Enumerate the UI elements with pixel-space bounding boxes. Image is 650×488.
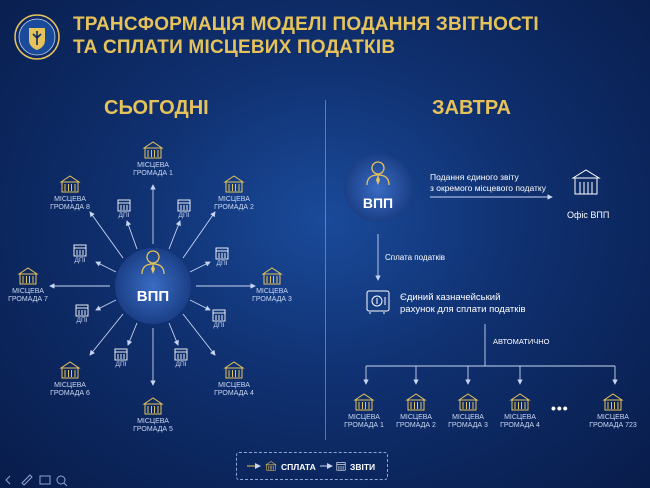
- tax-office-icon: [212, 309, 226, 322]
- radial-arrows: [49, 184, 256, 386]
- building-icon: [224, 175, 244, 193]
- dpi-label: ДПІ: [216, 260, 228, 267]
- office-building-icon: [571, 169, 601, 195]
- building-icon: [18, 267, 38, 285]
- emblem-logo: [14, 14, 60, 60]
- presentation-toolbar: [5, 474, 68, 487]
- safe-icon: [366, 290, 390, 314]
- tax-office-icon: [114, 348, 128, 361]
- building-icon: [224, 361, 244, 379]
- ellipsis: •••: [551, 400, 569, 416]
- tax-office-icon: [117, 199, 131, 212]
- building-icon: [458, 393, 478, 411]
- legend: [236, 452, 388, 480]
- arrow-dpi-5: [127, 322, 138, 346]
- vpp-today-label: ВПП: [136, 288, 170, 305]
- arrow-community-6: [89, 313, 124, 356]
- arrow-dpi-6: [95, 299, 117, 311]
- arrow-dpi-1: [168, 220, 181, 250]
- tax-office-icon: [177, 199, 191, 212]
- tax-office-icon: [73, 244, 87, 257]
- tomorrow-heading: ЗАВТРА: [432, 97, 511, 119]
- building-icon: [143, 141, 163, 159]
- legend-reports-label: ЗВІТИ: [350, 462, 376, 472]
- dpi-label: ДПІ: [118, 212, 130, 219]
- tax-office-icon: [75, 304, 89, 317]
- dpi-label: ДПІ: [115, 361, 127, 368]
- payment-label: Сплата податків: [385, 253, 446, 262]
- building-icon: [406, 393, 426, 411]
- dpi-label: ДПІ: [76, 317, 88, 324]
- building-icon: [510, 393, 530, 411]
- dpi-label: ДПІ: [178, 212, 190, 219]
- legend-payment-label: СПЛАТА: [281, 462, 316, 472]
- dpi-label: ДПІ: [175, 361, 187, 368]
- tax-office-icon: [215, 247, 229, 260]
- arrow-dpi-7: [95, 261, 117, 273]
- report-description: Подання єдиного звіту з окремого місцево…: [430, 172, 546, 193]
- arrow-dpi-3: [189, 299, 211, 311]
- building-icon: [143, 397, 163, 415]
- arrow-dpi-2: [189, 261, 211, 273]
- office-label: Офіс ВПП: [567, 210, 610, 220]
- automatic-label: АВТОМАТИЧНО: [493, 337, 550, 346]
- arrow-dpi-8: [125, 220, 138, 250]
- dpi-label: ДПІ: [213, 322, 225, 329]
- distribution-tree: [363, 324, 618, 385]
- page-title: ТРАНСФОРМАЦІЯ МОДЕЛІ ПОДАННЯ ЗВІТНОСТІ Т…: [73, 13, 633, 59]
- arrow-community-8: [89, 211, 124, 259]
- title-line-2: ТА СПЛАТИ МІСЦЕВИХ ПОДАТКІВ: [73, 37, 396, 58]
- dpi-label: ДПІ: [74, 257, 86, 264]
- zoom-icon[interactable]: [56, 475, 66, 485]
- tax-office-icon: [174, 348, 188, 361]
- prev-slide-icon[interactable]: [5, 475, 11, 485]
- title-line-1: ТРАНСФОРМАЦІЯ МОДЕЛІ ПОДАННЯ ЗВІТНОСТІ: [73, 14, 539, 35]
- section-divider: [325, 100, 326, 440]
- building-icon: [354, 393, 374, 411]
- treasury-account-label: Єдиний казначейський рахунок для сплати …: [400, 292, 526, 315]
- building-icon: [603, 393, 623, 411]
- slides-icon[interactable]: [39, 475, 51, 485]
- pen-icon[interactable]: [21, 474, 33, 486]
- arrow-community-2: [182, 211, 216, 259]
- vpp-tomorrow-circle: [344, 154, 412, 222]
- today-heading: СЬОГОДНІ: [104, 97, 209, 119]
- arrow-community-4: [182, 313, 216, 356]
- arrow-dpi-4: [168, 322, 179, 346]
- zoom-icon-handle: [63, 482, 68, 487]
- building-icon: [60, 361, 80, 379]
- building-icon: [60, 175, 80, 193]
- vpp-today-circle: [115, 248, 191, 324]
- vpp-tomorrow-label: ВПП: [362, 195, 394, 211]
- building-icon: [262, 267, 282, 285]
